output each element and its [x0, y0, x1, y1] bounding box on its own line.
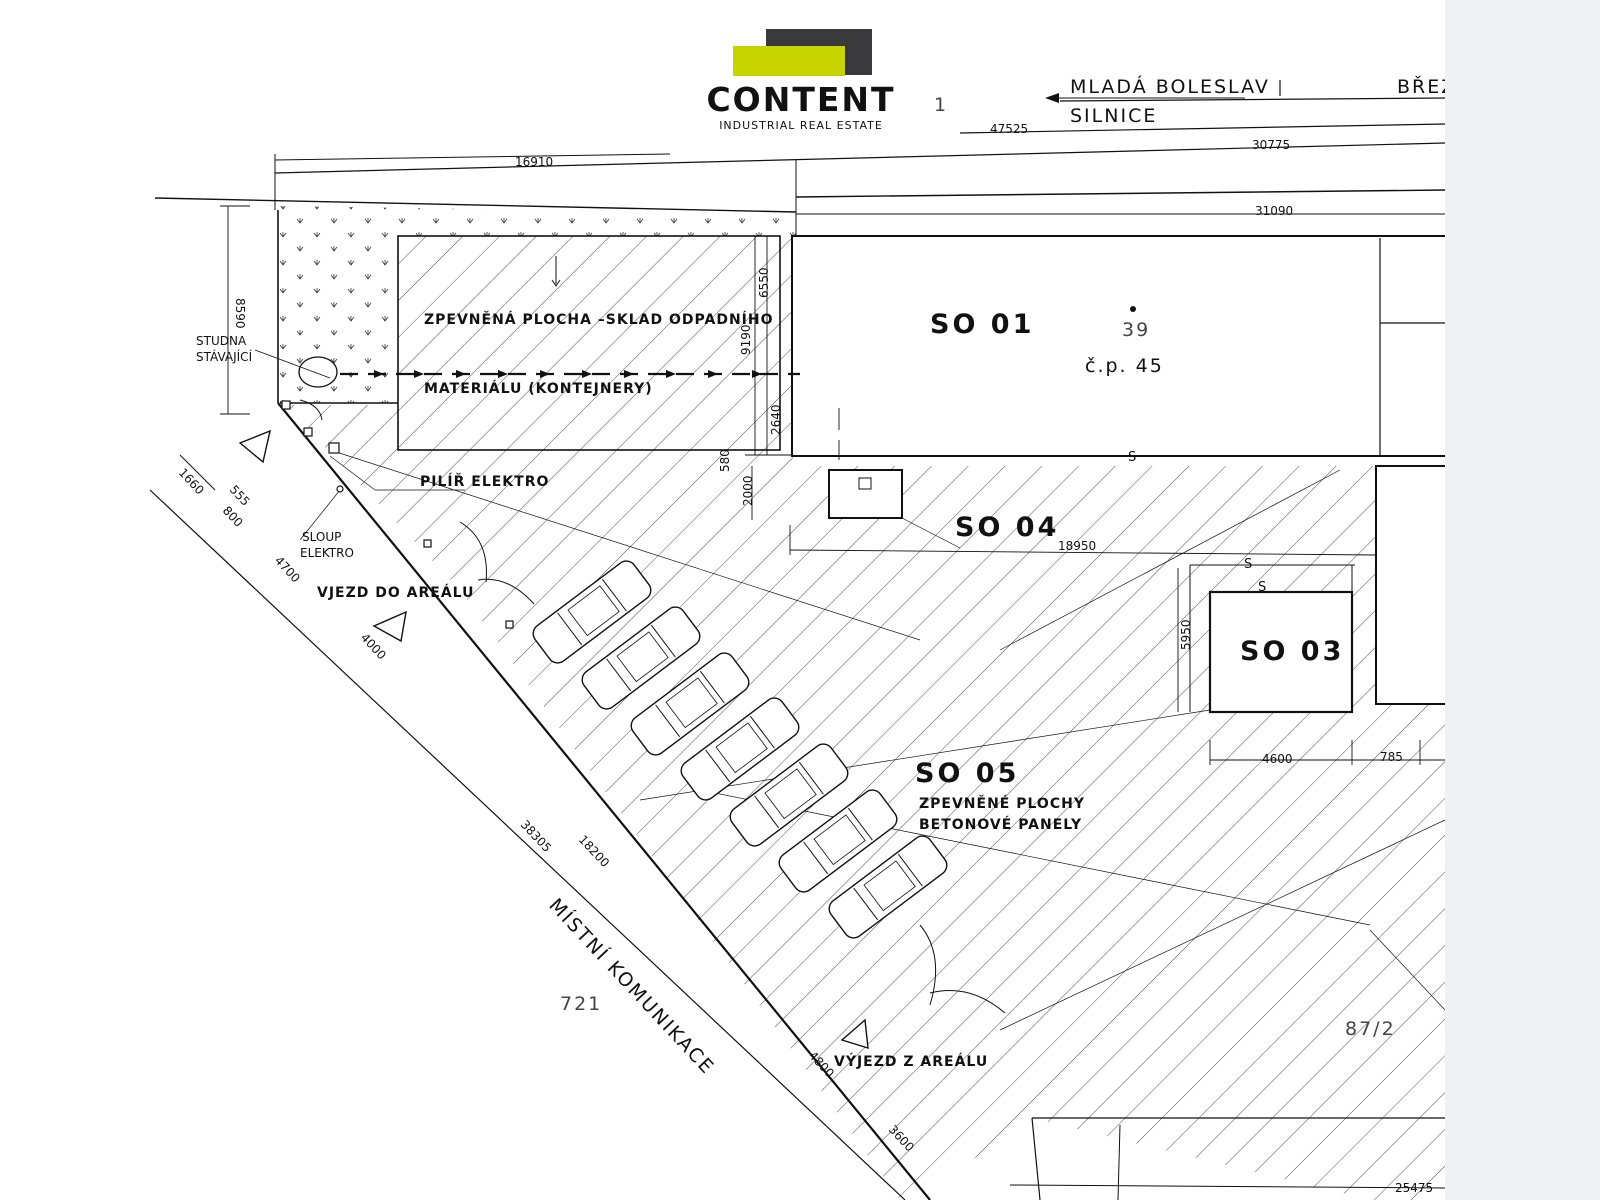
dim-31090: 31090 [1255, 204, 1293, 218]
building-so01 [791, 235, 1445, 457]
logo-accent-block [733, 46, 845, 76]
dim-2000: 2000 [741, 475, 755, 506]
label-so05: SO 05 [915, 758, 1019, 789]
label-mistni-komunikace: MÍSTNÍ KOMUNIKACE [544, 894, 719, 1079]
dim-4600: 4600 [1262, 752, 1293, 766]
label-studna: STUDNA [196, 334, 247, 348]
dim-4000: 4000 [358, 630, 389, 662]
label-so03: SO 03 [1240, 636, 1344, 667]
label-zpevnene-plochy: ZPEVNĚNÉ PLOCHY [919, 795, 1085, 812]
label-vjezd: VJEZD DO AREÁLU [317, 584, 474, 601]
label-mlada-boleslav: MLADÁ BOLESLAV [1070, 75, 1270, 98]
logo-brand: CONTENT [706, 80, 895, 119]
dim-8590: 8590 [233, 298, 247, 329]
label-s-3: S [1258, 580, 1266, 595]
label-parcel-1: 1 [934, 94, 948, 116]
label-materials: MATERIÁLU (KONTEJNERY) [424, 380, 653, 397]
site-plan-drawing: CONTENT INDUSTRIAL REAL ESTATE MLADÁ BOL… [149, 29, 1445, 1200]
storage-area-frame [397, 235, 781, 451]
logo-tagline: INDUSTRIAL REAL ESTATE [719, 119, 883, 132]
label-parcel-721: 721 [560, 993, 602, 1015]
entry-triangles [238, 429, 869, 1049]
dim-25475: 25475 [1395, 1181, 1433, 1195]
label-paved-storage: ZPEVNĚNÁ PLOCHA –SKLAD ODPADNÍHO [424, 311, 773, 328]
label-s-1: S [1128, 450, 1136, 465]
dim-4700: 4700 [272, 553, 303, 585]
label-so01: SO 01 [930, 309, 1034, 340]
survey-point [1130, 306, 1136, 312]
dim-580: 580 [718, 449, 732, 472]
dim-2640: 2640 [769, 404, 783, 435]
building-right-edge [1375, 465, 1445, 705]
dim-18950: 18950 [1058, 539, 1096, 553]
dim-30775: 30775 [1252, 138, 1290, 152]
dimension-lines [220, 205, 1445, 765]
electric-pillars [281, 400, 514, 629]
label-silnice: SILNICE [1070, 105, 1157, 127]
dim-18200: 18200 [576, 832, 612, 869]
label-betonove-panely: BETONOVÉ PANELY [919, 816, 1082, 833]
label-sloup: SLOUP [302, 530, 341, 544]
label-parcel-87-2: 87/2 [1345, 1018, 1396, 1040]
well-symbol [298, 356, 338, 388]
electric-pole-symbol [336, 485, 344, 493]
label-brez: BŘEZ [1397, 75, 1445, 98]
label-elektro: ELEKTRO [300, 546, 354, 560]
content-logo: CONTENT INDUSTRIAL REAL ESTATE [706, 29, 895, 132]
page-margin-panel [1445, 0, 1600, 1200]
dim-785: 785 [1380, 750, 1403, 764]
local-road-lines [149, 402, 1445, 1200]
dim-6550: 6550 [757, 267, 771, 298]
dim-5950: 5950 [1179, 619, 1193, 650]
label-s-2: S [1244, 557, 1252, 572]
main-road-lines [154, 80, 1445, 236]
dim-38305: 38305 [518, 817, 554, 854]
dim-47525: 47525 [990, 122, 1028, 136]
label-vyjezd: VÝJEZD Z AREÁLU [834, 1052, 988, 1070]
flow-arrows [374, 370, 762, 378]
label-pilir-elektro: PILÍŘ ELEKTRO [420, 473, 549, 490]
label-house-39: 39 [1122, 319, 1150, 341]
guide-lines [299, 449, 1445, 1031]
gate-arcs [299, 399, 1006, 1014]
label-so04: SO 04 [955, 512, 1059, 543]
dim-16910: 16910 [515, 155, 553, 169]
label-cp45: č.p. 45 [1085, 355, 1164, 377]
building-so03 [1208, 590, 1354, 714]
dim-9190: 9190 [739, 324, 753, 355]
label-stavajici: STÁVAJÍCÍ [196, 349, 253, 364]
parked-cars [532, 560, 948, 939]
dim-1660: 1660 [176, 465, 207, 497]
building-so04 [828, 469, 903, 519]
